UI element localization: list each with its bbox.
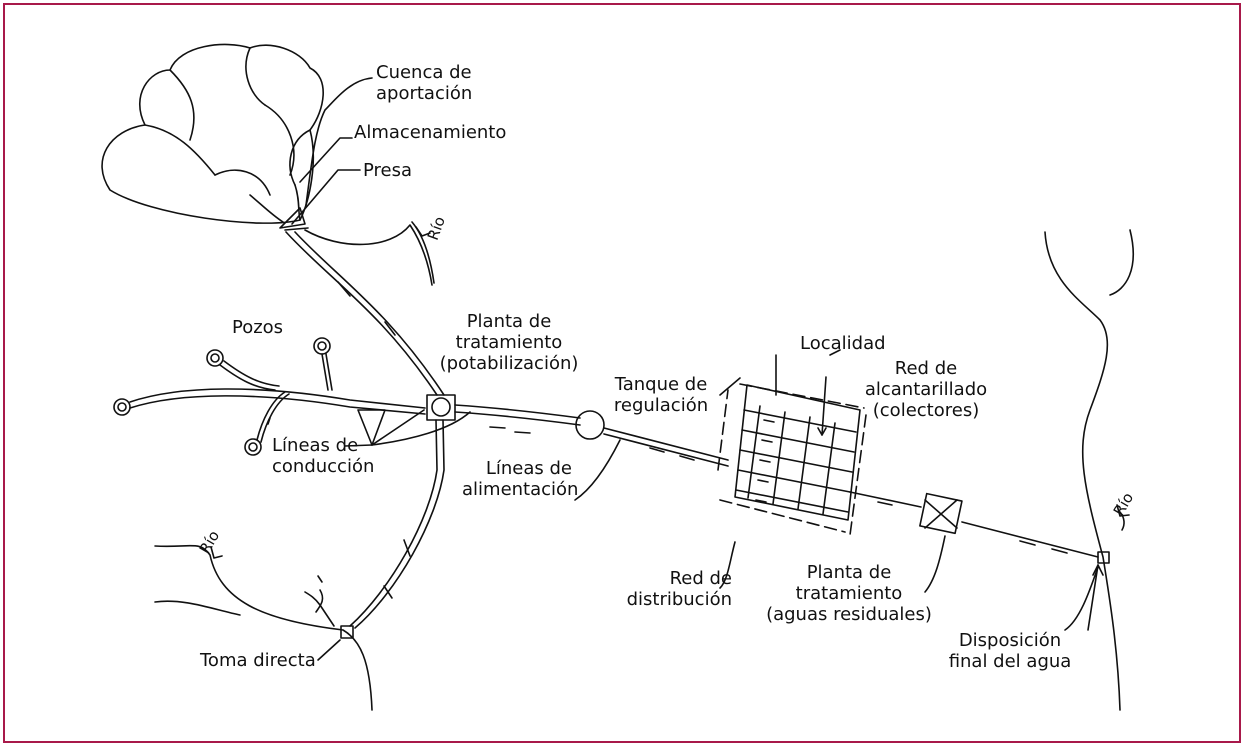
label-tanque: Tanque de regulación	[600, 374, 722, 416]
label-cuenca-line1: Cuenca de	[376, 62, 472, 83]
river-arrows	[210, 226, 1130, 559]
watershed-basin	[101, 43, 324, 224]
wells	[113, 337, 426, 456]
label-red-alcantarillado-line3: (colectores)	[872, 400, 980, 421]
river-top	[304, 224, 433, 286]
label-red-distribucion: Red de distribución	[612, 568, 732, 610]
label-tanque-line1: Tanque de	[614, 374, 708, 395]
label-planta-potab: Planta de tratamiento (potabilización)	[424, 311, 594, 374]
label-lineas-conduccion-line1: Líneas de	[272, 435, 359, 456]
label-disposicion-line2: final del agua	[948, 651, 1072, 672]
leader-lines	[291, 77, 1104, 631]
label-pozos: Pozos	[232, 317, 284, 338]
wastewater-plant	[919, 492, 963, 593]
label-red-alcantarillado: Red de alcantarillado (colectores)	[836, 358, 1016, 421]
label-lineas-alimentacion-line1: Líneas de	[485, 458, 572, 479]
diagram-frame	[3, 3, 1241, 743]
label-red-alcantarillado-line2: alcantarillado	[864, 379, 988, 400]
label-tanque-line2: regulación	[613, 395, 709, 416]
feed-line-1	[454, 404, 581, 434]
label-red-alcantarillado-line1: Red de	[894, 358, 958, 379]
label-red-distribucion-line2: distribución	[626, 589, 732, 610]
river-bottom	[154, 544, 373, 711]
label-planta-potab-line3: (potabilización)	[439, 353, 579, 374]
label-planta-residuales-line3: (aguas residuales)	[766, 604, 932, 625]
label-toma-directa: Toma directa	[200, 650, 316, 671]
label-lineas-alimentacion-line2: alimentación	[462, 479, 579, 500]
feed-line-2	[603, 427, 729, 467]
label-localidad: Localidad	[800, 333, 886, 354]
dam	[279, 207, 309, 231]
label-almacenamiento: Almacenamiento	[354, 122, 507, 143]
label-disposicion-line1: Disposición	[958, 630, 1062, 651]
conduction-line-dam	[285, 231, 445, 396]
label-lineas-conduccion: Líneas de conducción	[272, 435, 374, 477]
river-right	[1044, 229, 1134, 711]
label-lineas-conduccion-line2: conducción	[272, 456, 375, 477]
direct-intake	[340, 625, 354, 639]
label-presa: Presa	[363, 160, 413, 181]
label-planta-residuales: Planta de tratamiento (aguas residuales)	[744, 562, 954, 625]
conduction-line-intake	[349, 419, 445, 629]
label-lineas-alimentacion: Líneas de alimentación	[462, 458, 579, 500]
label-cuenca-line2: aportación	[376, 83, 473, 104]
conduction-pointers	[344, 409, 471, 447]
potabilization-plant	[426, 394, 456, 421]
locality-grid	[717, 354, 867, 536]
sewer-line	[849, 491, 1099, 558]
regulation-tank	[575, 410, 605, 440]
label-planta-residuales-line1: Planta de	[806, 562, 892, 583]
label-red-distribucion-line1: Red de	[669, 568, 732, 589]
label-planta-potab-line2: tratamiento	[455, 332, 563, 353]
label-planta-potab-line1: Planta de	[466, 311, 552, 332]
label-planta-residuales-line2: tratamiento	[795, 583, 903, 604]
label-cuenca: Cuenca de aportación	[376, 62, 472, 104]
label-disposicion: Disposición final del agua	[940, 630, 1080, 672]
